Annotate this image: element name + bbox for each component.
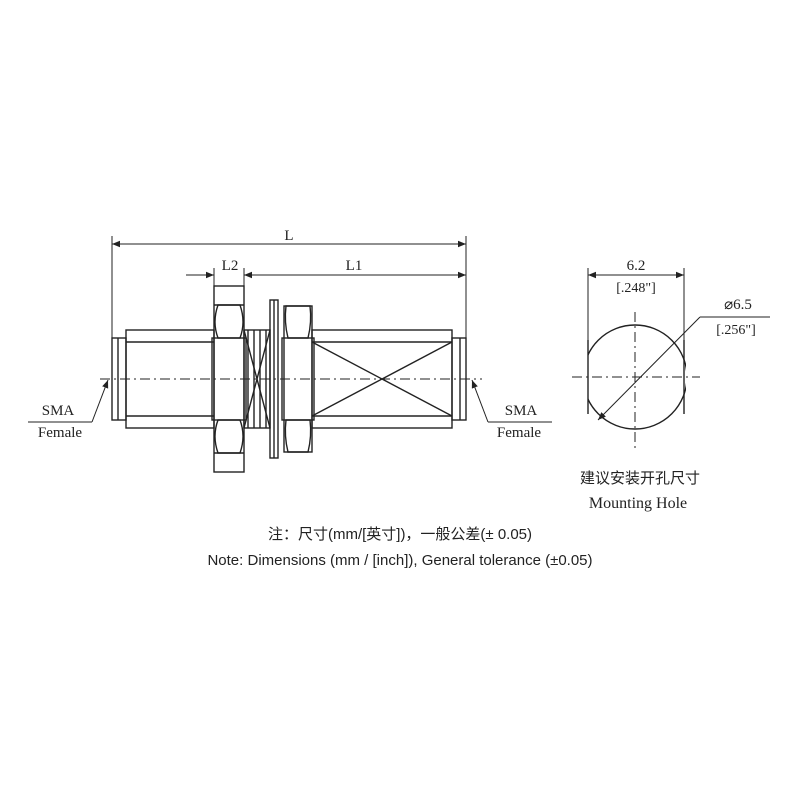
note-chinese: 注：尺寸(mm/[英寸])，一般公差(± 0.05) (267, 526, 533, 543)
right-sma-leader (471, 379, 552, 423)
mounting-hole-title-cn: 建议安装开孔尺寸 (580, 470, 700, 487)
dimension-L (111, 236, 467, 338)
right-sma-gender: Female (497, 425, 541, 441)
left-sma-gender: Female (38, 425, 82, 441)
left-sma-type: SMA (42, 403, 75, 419)
dimension-L1-label: L1 (346, 258, 363, 274)
dimension-L-label: L (284, 228, 293, 244)
left-sma-leader (28, 379, 109, 423)
dimension-hole-diameter (597, 316, 770, 421)
dimension-L2-label: L2 (222, 258, 239, 274)
mounting-hole-title-en: Mounting Hole (589, 495, 687, 512)
note-english: Note: Dimensions (mm / [inch]), General … (207, 552, 593, 569)
hole-diameter-mm: ⌀6.5 (724, 297, 752, 313)
mounting-hole-centerlines (572, 312, 700, 448)
right-sma-type: SMA (505, 403, 538, 419)
hole-width-mm: 6.2 (627, 258, 646, 274)
hole-diameter-inch: [.256"] (716, 323, 756, 338)
dimension-L1-L2 (186, 268, 466, 286)
dimension-hole-width (587, 268, 685, 340)
hole-width-inch: [.248"] (616, 281, 656, 296)
